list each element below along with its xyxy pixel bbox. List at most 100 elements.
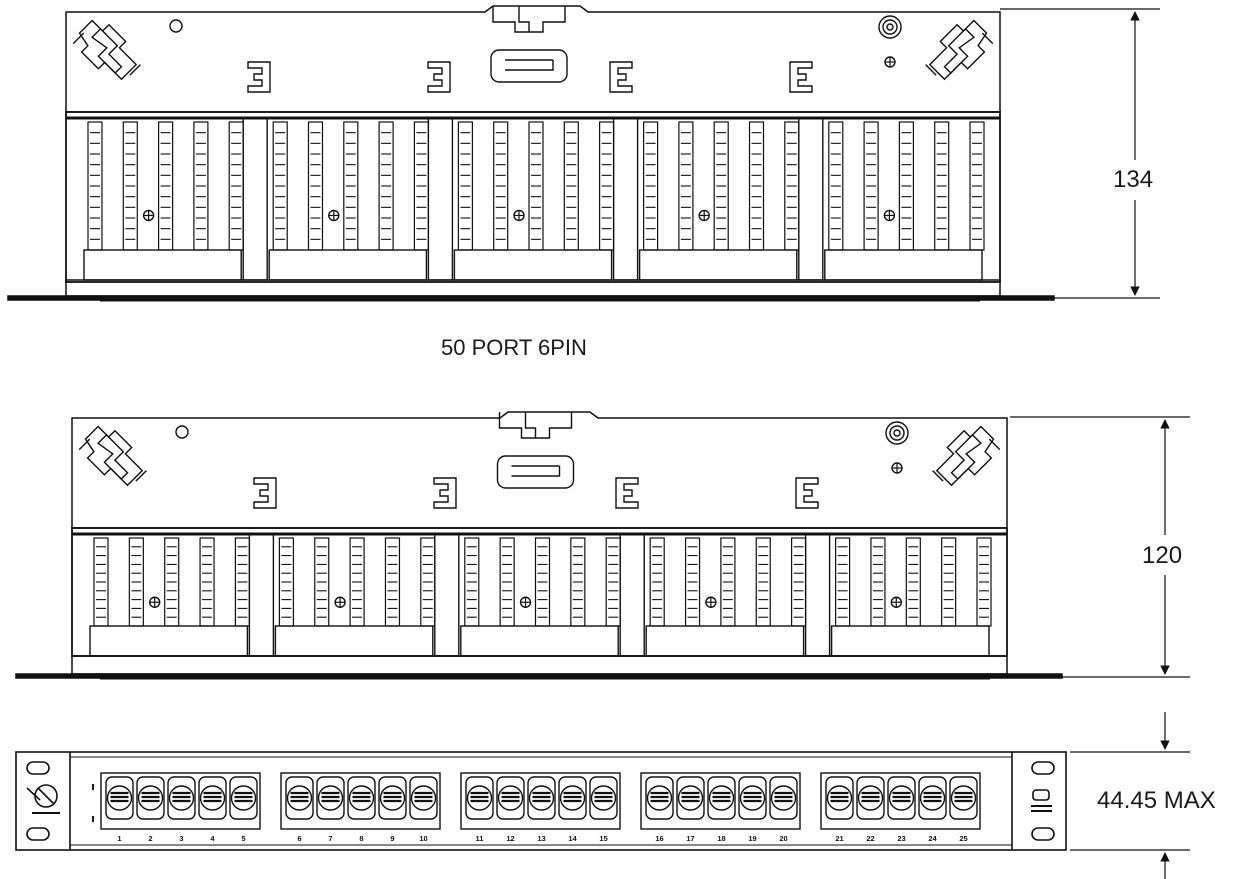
port-number: 13 <box>537 834 545 843</box>
port-group <box>100 772 261 830</box>
port-number: 21 <box>835 834 843 843</box>
port-number: 7 <box>328 834 332 843</box>
port-number: 14 <box>568 834 577 843</box>
dimension-line-134 <box>1000 8 1160 299</box>
cable-guide <box>925 19 994 81</box>
module-label-strip <box>645 625 805 657</box>
rj-port-icon <box>769 776 798 820</box>
rj-port-icon <box>856 776 885 820</box>
module-divider <box>242 117 268 281</box>
cable-guide <box>72 19 141 81</box>
hook-slot <box>253 477 277 509</box>
port-number: 17 <box>686 834 694 843</box>
middle-panel-rear-view <box>15 411 1063 680</box>
dimension-line-120 <box>1010 416 1190 678</box>
port-number: 25 <box>959 834 967 843</box>
port-number: 4 <box>210 834 215 843</box>
hook-slot <box>789 61 813 93</box>
port-number: 1 <box>117 834 121 843</box>
module-label-strip <box>83 249 242 281</box>
rj-port-icon <box>167 776 196 820</box>
port-number: 18 <box>717 834 725 843</box>
rj-port-icon <box>105 776 134 820</box>
middle-panel-details <box>78 412 1001 657</box>
rj-port-icon <box>738 776 767 820</box>
port-group <box>460 772 621 830</box>
port-number: 16 <box>655 834 663 843</box>
port-group <box>280 772 441 830</box>
module-divider <box>427 117 454 281</box>
rj-port-icon <box>198 776 227 820</box>
module-divider <box>798 117 824 281</box>
top-t-slot <box>498 412 573 439</box>
port-number: 9 <box>390 834 394 843</box>
dimension-label-44-45-max: 44.45 MAX <box>1097 787 1216 814</box>
module-divider <box>434 533 460 657</box>
dimension-label-134: 134 <box>1113 166 1154 193</box>
rj-port-icon <box>589 776 618 820</box>
module-label-strip <box>268 249 428 281</box>
module-label-strip <box>274 625 434 657</box>
port-number: 23 <box>897 834 905 843</box>
port-number: 8 <box>359 834 363 843</box>
port-number: 11 <box>476 834 484 843</box>
module-divider <box>619 533 645 657</box>
hook-slot <box>433 477 457 509</box>
rj-port-icon <box>347 776 376 820</box>
port-number: 6 <box>297 834 301 843</box>
rj-port-icon <box>409 776 438 820</box>
port-number: 12 <box>506 834 514 843</box>
rj-port-icon <box>887 776 916 820</box>
dimension-line-44-45-max <box>1070 712 1190 879</box>
mounting-hole <box>169 19 183 33</box>
hook-slot <box>615 477 639 509</box>
port-group <box>820 772 981 830</box>
rj-port-icon <box>229 776 258 820</box>
cable-guide <box>78 425 147 487</box>
port-group <box>640 772 801 830</box>
module-divider <box>612 117 639 281</box>
front-panel-details <box>100 772 981 830</box>
caption-50-port-6pin: 50 PORT 6PIN <box>441 335 587 360</box>
ground-terminal <box>878 15 902 39</box>
grip-slot <box>490 49 568 83</box>
port-number: 2 <box>148 834 152 843</box>
module-divider <box>804 533 831 657</box>
rj-port-icon <box>496 776 525 820</box>
module-label-strip <box>460 625 619 657</box>
port-number: 3 <box>179 834 183 843</box>
rj-port-icon <box>378 776 407 820</box>
rj-port-icon <box>527 776 556 820</box>
cable-guide <box>932 425 1001 487</box>
module-label-strip <box>453 249 613 281</box>
rj-port-icon <box>707 776 736 820</box>
port-number: 22 <box>866 834 874 843</box>
port-number: 15 <box>599 834 607 843</box>
rj-port-icon <box>136 776 165 820</box>
rj-port-icon <box>918 776 947 820</box>
hook-slot <box>795 477 819 509</box>
rj-port-icon <box>316 776 345 820</box>
module-label-strip <box>824 249 983 281</box>
port-number: 24 <box>928 834 937 843</box>
rj-port-icon <box>285 776 314 820</box>
rj-port-icon <box>676 776 705 820</box>
hook-slot <box>247 61 271 93</box>
rj-port-icon <box>825 776 854 820</box>
hook-slot <box>609 61 633 93</box>
module-divider <box>248 533 275 657</box>
ground-terminal <box>885 421 909 445</box>
top-panel-details <box>72 6 994 281</box>
mounting-hole <box>175 425 189 439</box>
rj-port-icon <box>558 776 587 820</box>
port-number: 5 <box>241 834 245 843</box>
grip-slot <box>496 455 575 489</box>
module-label-strip <box>638 249 798 281</box>
module-label-strip <box>830 625 990 657</box>
port-number: 19 <box>748 834 756 843</box>
port-number: 10 <box>419 834 427 843</box>
front-panel-view <box>15 751 1067 851</box>
rj-port-icon <box>949 776 978 820</box>
rj-port-icon <box>465 776 494 820</box>
